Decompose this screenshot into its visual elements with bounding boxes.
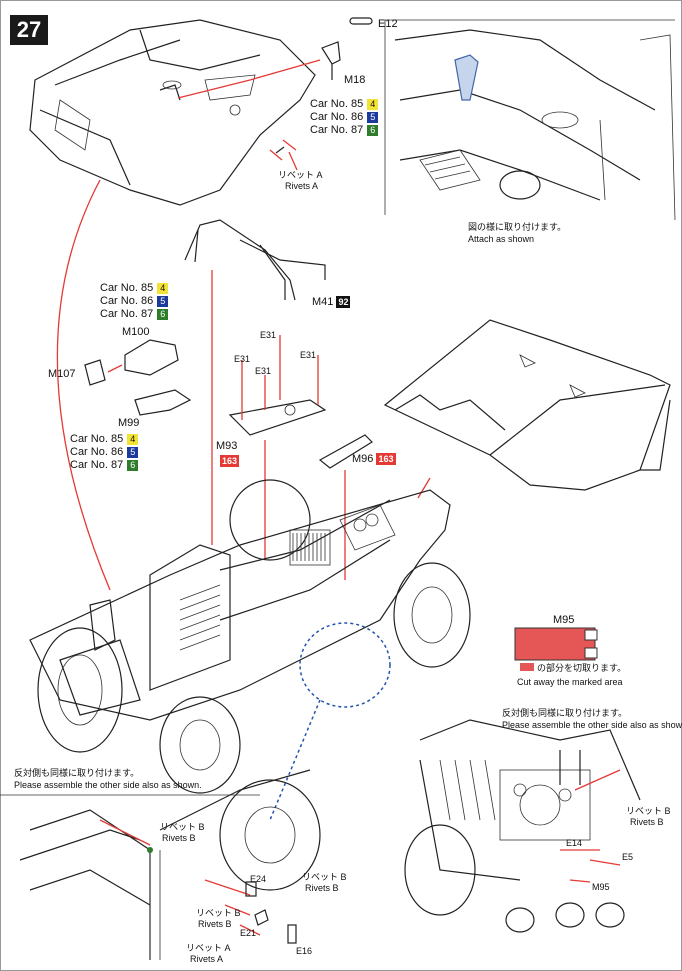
m41-sprue-badge: 92	[336, 296, 351, 308]
car-label: Car No. 87	[100, 308, 154, 320]
other-side-note-jp-right: 反対側も同様に取り付けます。	[502, 708, 628, 718]
chassis-drawing	[29, 479, 471, 794]
part-label-e16: E16	[296, 946, 313, 956]
roll-bar-drawing	[184, 219, 326, 301]
attach-note-en: Attach as shown	[468, 234, 535, 244]
bottom-right-detail-drawing	[404, 719, 641, 933]
rivets-b2-en: Rivets B	[305, 883, 339, 893]
cowl-guide-curve	[56, 179, 111, 591]
rivets-a-label-en: Rivets A	[285, 181, 319, 191]
step-number-badge: 27	[10, 15, 48, 45]
color-code-chip: 4	[157, 282, 169, 294]
mirror-part	[162, 80, 182, 90]
rear-right-wheel	[393, 562, 471, 668]
rear-left-wheel	[229, 479, 311, 561]
part-label-m107: M107	[48, 368, 76, 380]
color-code-chip: 5	[157, 295, 169, 307]
part-label-m18: M18	[344, 74, 366, 86]
rivets-b1-jp: リベット B	[160, 822, 205, 832]
rivets-a-label-jp: リベット A	[278, 170, 323, 180]
car-label: Car No. 86	[100, 295, 154, 307]
m96-sprue-badge: 163	[376, 453, 396, 465]
car-label: Car No. 85	[100, 282, 154, 294]
rivets-b3-en: Rivets B	[198, 919, 232, 929]
part-label-e14: E14	[566, 838, 583, 848]
part-label-e12: E12	[378, 18, 398, 30]
m93-sprue-badge: 163	[220, 455, 240, 467]
car-label: Car No. 85	[310, 98, 364, 110]
color-code-chip: 6	[127, 459, 139, 471]
part-label-m99: M99	[118, 417, 140, 429]
m41-code: M41	[312, 296, 334, 308]
m93-panel-drawing	[228, 335, 327, 560]
color-code-chip: 4	[127, 433, 139, 445]
other-side-note-en-left: Please assemble the other side also as s…	[14, 780, 202, 790]
m99-part	[134, 389, 192, 416]
part-label-e31-a: E31	[260, 330, 277, 340]
part-label-m95-cut: M95	[553, 614, 575, 626]
rivets-b1-en: Rivets B	[162, 833, 196, 843]
color-code-chip: 5	[127, 446, 139, 458]
part-label-e5: E5	[622, 852, 634, 862]
cover-arrow	[417, 477, 431, 499]
part-label-m93: M93	[216, 440, 238, 452]
e21-part	[254, 909, 269, 926]
color-code-chip: 6	[367, 124, 379, 136]
part-label-e24: E24	[250, 874, 267, 884]
m107-part	[84, 359, 106, 386]
color-code-chip: 5	[367, 111, 379, 123]
rivets-a-en-bottom: Rivets A	[190, 954, 224, 964]
other-side-note-jp-left: 反対側も同様に取り付けます。	[14, 768, 140, 778]
part-label-e31-b: E31	[234, 354, 251, 364]
rivets-b2-jp: リベット B	[302, 872, 347, 882]
m95-cut-part	[514, 627, 596, 661]
rivets-b3-jp: リベット B	[196, 908, 241, 918]
e12-part	[349, 17, 373, 25]
e16-part	[287, 924, 297, 944]
cut-note-en: Cut away the marked area	[517, 677, 623, 687]
front-right-wheel	[159, 696, 241, 794]
part-label-e21: E21	[240, 928, 257, 938]
part-label-m100: M100	[122, 326, 150, 338]
detail-callout-line	[269, 699, 321, 821]
m96-code: M96	[352, 453, 374, 465]
part-label-e31-c: E31	[300, 350, 317, 360]
car-label: Car No. 87	[310, 124, 364, 136]
m93-badge-text: 163	[220, 455, 240, 467]
m18-part	[321, 41, 341, 65]
part-label-e31-d: E31	[255, 366, 272, 376]
rivets-a-jp-bottom: リベット A	[186, 943, 231, 953]
part-label-m41: M41 92	[312, 296, 351, 308]
detail-callout-circle	[299, 622, 391, 708]
part-label-m96: M96 163	[352, 453, 396, 465]
m100-part	[124, 339, 179, 376]
car-label: Car No. 86	[310, 111, 364, 123]
car-label: Car No. 85	[70, 433, 124, 445]
color-code-chip: 4	[367, 98, 379, 110]
color-code-chip: 6	[157, 308, 169, 320]
car-label: Car No. 87	[70, 459, 124, 471]
rivets-b-en-right: Rivets B	[630, 817, 664, 827]
car-label: Car No. 86	[70, 446, 124, 458]
engine-cover-drawing	[383, 319, 671, 491]
front-left-wheel	[37, 627, 123, 753]
e24-part	[245, 881, 257, 897]
m96-part	[318, 434, 373, 469]
bottom-left-detail-drawing	[0, 769, 321, 960]
part-label-m95-bottom: M95	[592, 882, 610, 892]
cut-marker-swatch	[520, 663, 534, 671]
attach-note-jp: 図の様に取り付けます。	[468, 222, 567, 232]
rivets-b-jp-right: リベット B	[626, 806, 671, 816]
rear-cowl-drawing	[29, 19, 321, 206]
other-side-note-en-right: Please assemble the other side also as s…	[502, 720, 682, 730]
cut-note-jp: の部分を切取ります。	[537, 663, 627, 673]
attach-detail-drawing	[394, 29, 676, 221]
